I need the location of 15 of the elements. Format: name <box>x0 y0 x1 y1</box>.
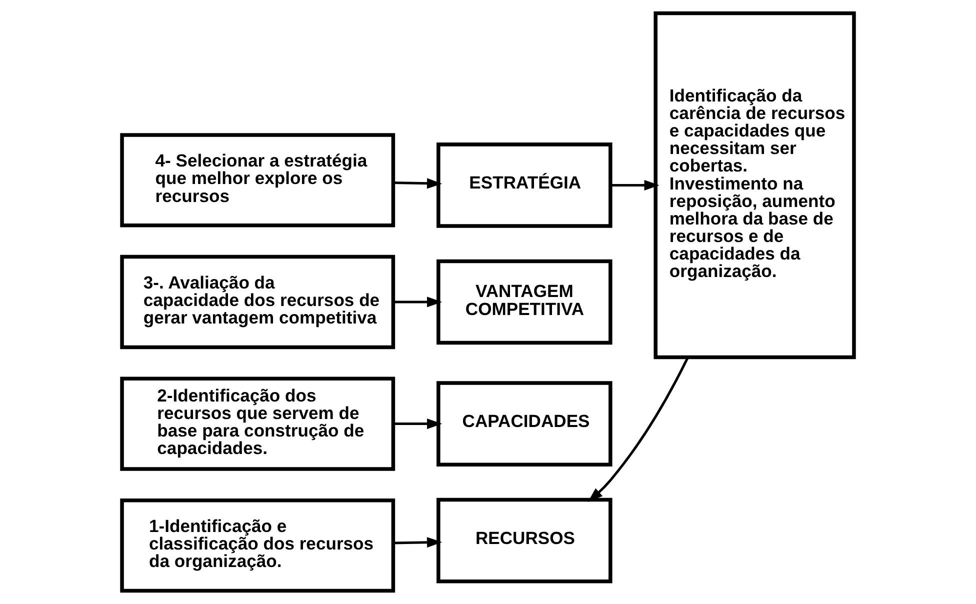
node-box: Identificação da carência de recursos e capacidades que necessitam ser cobertas. Investimento na reposição, aumento melhora da base de recursos e de capacidades da organização. <box>654 11 856 360</box>
node-box: 2-Identificação dos recursos que servem de base para construção de capacidades. <box>120 376 396 471</box>
arrow <box>588 356 689 502</box>
arrow <box>393 418 442 430</box>
arrow <box>393 296 442 308</box>
node-box: VANTAGEM COMPETITIVA <box>436 259 612 345</box>
node-box: 1-Identificação e classificação dos recursos da organização. <box>120 498 396 593</box>
arrow <box>393 537 442 548</box>
node-box: ESTRATÉGIA <box>436 142 612 228</box>
node-box: 4- Selecionar a estratégia que melhor explore os recursos <box>120 133 396 228</box>
arrow <box>393 178 442 189</box>
node-box: 3-. Avaliação da capacidade dos recursos de gerar vantagem competitiva <box>120 254 396 350</box>
arrow <box>610 180 660 191</box>
node-box: CAPACIDADES <box>436 381 612 466</box>
node-box: RECURSOS <box>436 498 612 584</box>
